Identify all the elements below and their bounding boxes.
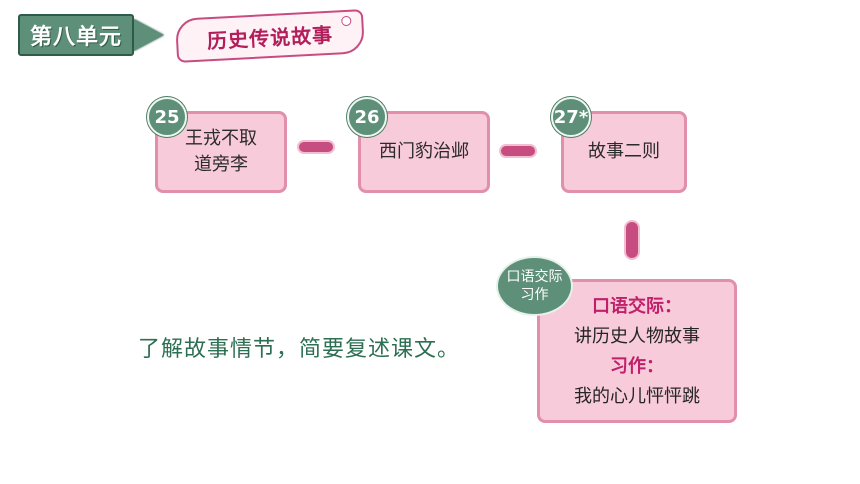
oral-badge-line-2: 习作 bbox=[520, 287, 549, 303]
lesson-number-badge-25: 25 bbox=[147, 97, 187, 137]
theme-label: 历史传说故事 bbox=[206, 22, 334, 53]
learning-objective: 了解故事情节，简要复述课文。 bbox=[138, 337, 461, 362]
lesson-number-25: 25 bbox=[154, 106, 180, 128]
banner-arrow-icon bbox=[134, 19, 164, 51]
flow-arrow-icon-1 bbox=[299, 142, 333, 152]
down-arrow-icon bbox=[626, 222, 638, 258]
oral-topic: 讲历史人物故事 bbox=[574, 326, 700, 347]
writing-label: 习作： bbox=[610, 356, 664, 377]
oral-writing-card: 口语交际： 讲历史人物故事 习作： 我的心儿怦怦跳 bbox=[537, 279, 737, 423]
lesson-number-badge-26: 26 bbox=[347, 97, 387, 137]
flow-arrow-icon-2 bbox=[501, 146, 535, 156]
writing-topic: 我的心儿怦怦跳 bbox=[574, 386, 700, 407]
lesson-number-26: 26 bbox=[354, 106, 380, 128]
lesson-card-26: 西门豹治邺 bbox=[358, 111, 490, 193]
unit-label: 第八单元 bbox=[29, 25, 122, 50]
lesson-title-27: 故事二则 bbox=[588, 141, 660, 162]
oral-badge-line-1: 口语交际 bbox=[506, 269, 563, 285]
lesson-card-25: 王戎不取 道旁李 bbox=[155, 111, 287, 193]
oral-label: 口语交际： bbox=[592, 296, 682, 317]
lesson-number-27: 27* bbox=[553, 106, 589, 128]
unit-banner: 第八单元 bbox=[18, 14, 134, 56]
lesson-title-25: 王戎不取 道旁李 bbox=[185, 128, 257, 175]
lesson-title-26: 西门豹治邺 bbox=[379, 141, 469, 162]
theme-banner: 历史传说故事 bbox=[174, 9, 366, 63]
oral-writing-badge: 口语交际 习作 bbox=[496, 256, 573, 316]
lesson-number-badge-27: 27* bbox=[551, 97, 591, 137]
